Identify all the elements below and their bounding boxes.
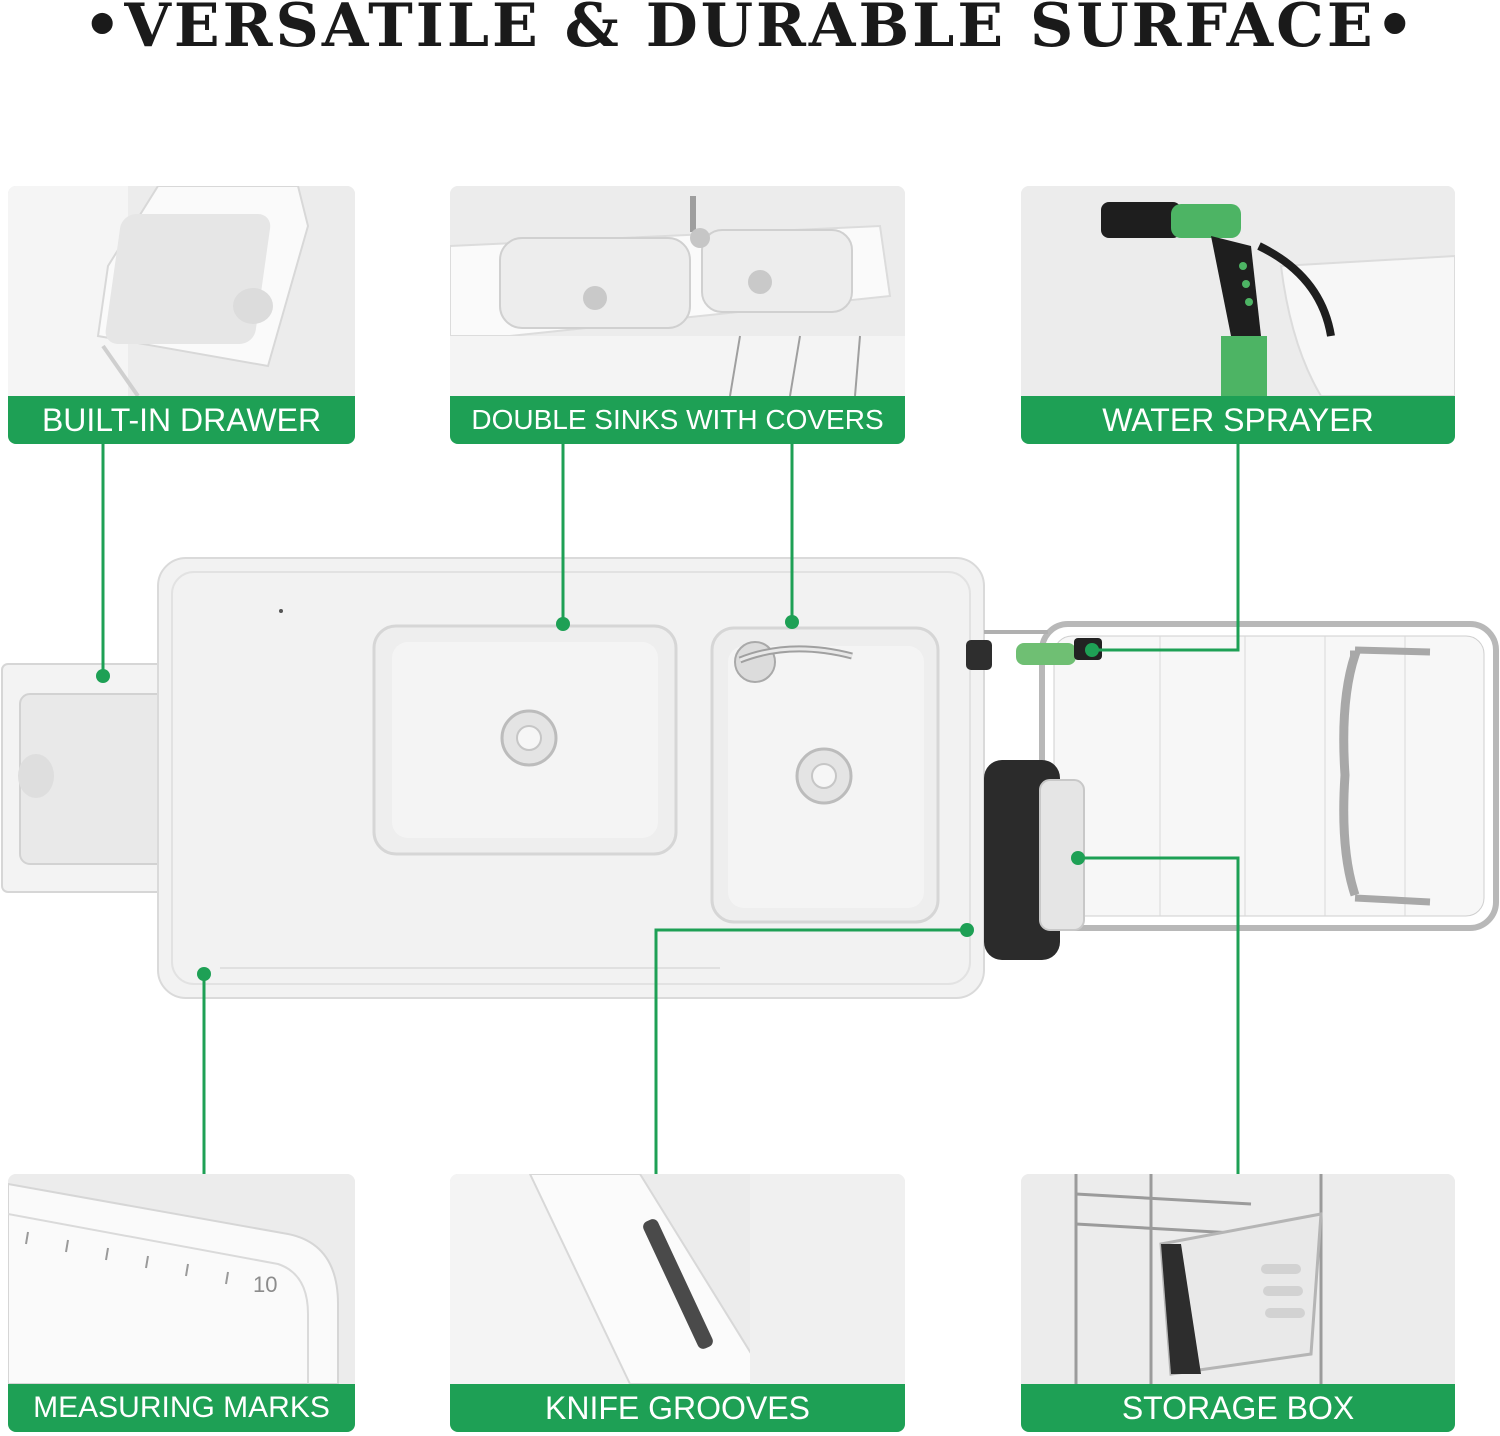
sinks-photo [450, 186, 905, 396]
sprayer-illustration [966, 638, 1102, 670]
feature-panel-sprayer: WATER SPRAYER [1021, 186, 1455, 444]
large-sink-illustration [372, 624, 678, 856]
feature-panel-drawer: BUILT-IN DRAWER [8, 186, 355, 444]
drawer-photo [8, 186, 355, 396]
feature-panel-marks: 10 MEASURING MARKS [8, 1174, 355, 1432]
side-rack-illustration [984, 621, 1499, 931]
storage-box-illustration [984, 760, 1085, 960]
feature-label: MEASURING MARKS [8, 1384, 355, 1432]
feature-label: DOUBLE SINKS WITH COVERS [450, 396, 905, 444]
callout-dots [96, 615, 1099, 981]
storage-box-photo [1021, 1174, 1455, 1384]
ruler-mark-text: 10 [253, 1272, 277, 1297]
feature-label: WATER SPRAYER [1021, 396, 1455, 444]
sprayer-photo [1021, 186, 1455, 396]
drawer-illustration [1, 663, 173, 893]
feature-panel-sinks: DOUBLE SINKS WITH COVERS [450, 186, 905, 444]
knife-grooves-photo [450, 1174, 905, 1384]
feature-label: BUILT-IN DRAWER [8, 396, 355, 444]
measuring-marks-photo: 10 [8, 1174, 355, 1384]
callout-lines [101, 444, 1240, 1174]
feature-panel-grooves: KNIFE GROOVES [450, 1174, 905, 1432]
feature-label: KNIFE GROOVES [450, 1384, 905, 1432]
page-title: •VERSATILE & DURABLE SURFACE• [83, 0, 1417, 61]
feature-label: STORAGE BOX [1021, 1384, 1455, 1432]
feature-panel-storage: STORAGE BOX [1021, 1174, 1455, 1432]
small-sink-illustration [710, 626, 940, 924]
